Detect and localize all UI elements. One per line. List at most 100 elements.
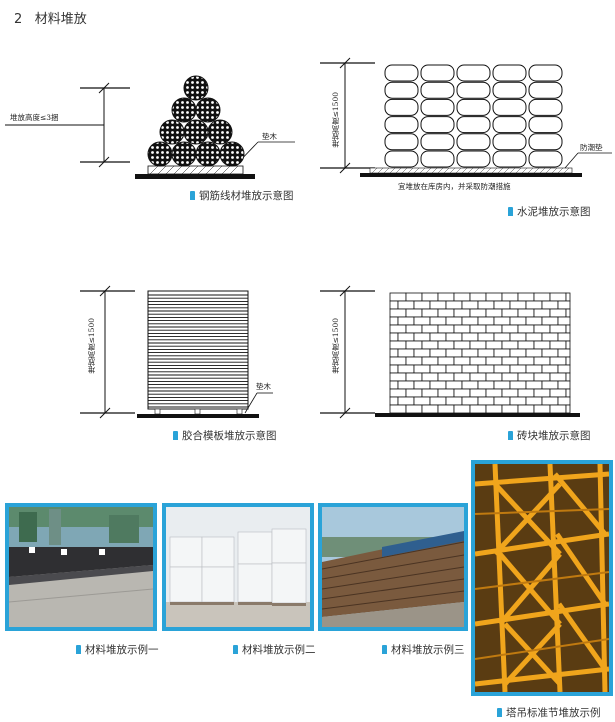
brick [509,364,527,374]
cement-bag [528,116,563,134]
cement-bag [528,98,563,116]
brick [493,348,511,358]
hatch-line [419,167,426,174]
caption-text: 塔吊标准节堆放示例 [506,707,601,719]
brick [413,300,431,310]
caption-text: 材料堆放示例三 [391,644,465,656]
brick [477,332,495,342]
cement-diagram [320,57,612,177]
brick [565,308,571,318]
hatch-line [491,167,498,174]
brick [429,332,447,342]
brick [429,364,447,374]
cement-bag [384,64,419,82]
brick [461,348,479,358]
brick [533,292,551,302]
brick [533,388,551,398]
cement-bag [420,133,455,151]
brick [461,396,479,406]
caption-text: 材料堆放示例二 [242,644,316,656]
brick [437,356,455,366]
caption-marker-icon [233,645,238,654]
photo-example-4 [471,460,613,696]
cement-bag [384,116,419,134]
brick [517,404,535,414]
brick [493,380,511,390]
brick [469,292,487,302]
brick [469,404,487,414]
rebar-yard-image [8,507,154,627]
brick [461,332,479,342]
hatch-line [401,167,408,174]
brick [453,356,471,366]
cement-bag [420,81,455,99]
brick [461,300,479,310]
hatch-line [425,167,432,174]
cement-pad-label: 防潮垫 [580,143,603,152]
hatch-line [371,167,378,174]
brick [541,380,559,390]
brick [565,292,571,302]
hatch-line [521,167,528,174]
brick [509,396,527,406]
brick [557,396,571,406]
caption-text: 胶合模板堆放示意图 [182,430,277,442]
brick [389,356,407,366]
brick [437,308,455,318]
brick [421,404,439,414]
cement-height-label: 堆放高度≤1500 [331,92,340,148]
brick [557,348,571,358]
photo-1-caption: 材料堆放示例一 [76,642,159,657]
brick [485,372,503,382]
cement-bag [456,133,491,151]
brick [533,404,551,414]
brick [493,364,511,374]
cement-note: 宜堆放在库房内，并采取防潮措施 [398,182,511,191]
cement-bag [384,133,419,151]
cement-bag [384,98,419,116]
hatch-line [509,167,516,174]
brick [389,340,407,350]
brick [477,380,495,390]
hatch-line [443,167,450,174]
brick [421,308,439,318]
brick [517,388,535,398]
cement-bag [492,81,527,99]
brick [405,388,423,398]
brick [509,316,527,326]
brick [453,404,471,414]
brick [477,396,495,406]
cement-bag [528,81,563,99]
hatch-line [479,167,486,174]
brick [397,332,415,342]
brick [469,388,487,398]
brick [397,348,415,358]
brick [501,404,519,414]
hatch-line [515,167,522,174]
brick [397,316,415,326]
brick [565,340,571,350]
brick [445,380,463,390]
brick [445,300,463,310]
caption-marker-icon [382,645,387,654]
brick [437,372,455,382]
brick [453,324,471,334]
brick [565,388,571,398]
brick [445,332,463,342]
brick [565,372,571,382]
brick [421,372,439,382]
brick [541,300,559,310]
hatch-line [383,167,390,174]
brick [525,364,543,374]
timber-stacks-image [321,507,465,627]
brick [485,340,503,350]
brick [405,340,423,350]
brick [397,364,415,374]
brick [517,340,535,350]
brick [485,404,503,414]
brick [549,372,567,382]
brick [509,348,527,358]
cement-bag [456,98,491,116]
brick [437,404,455,414]
brick [501,388,519,398]
